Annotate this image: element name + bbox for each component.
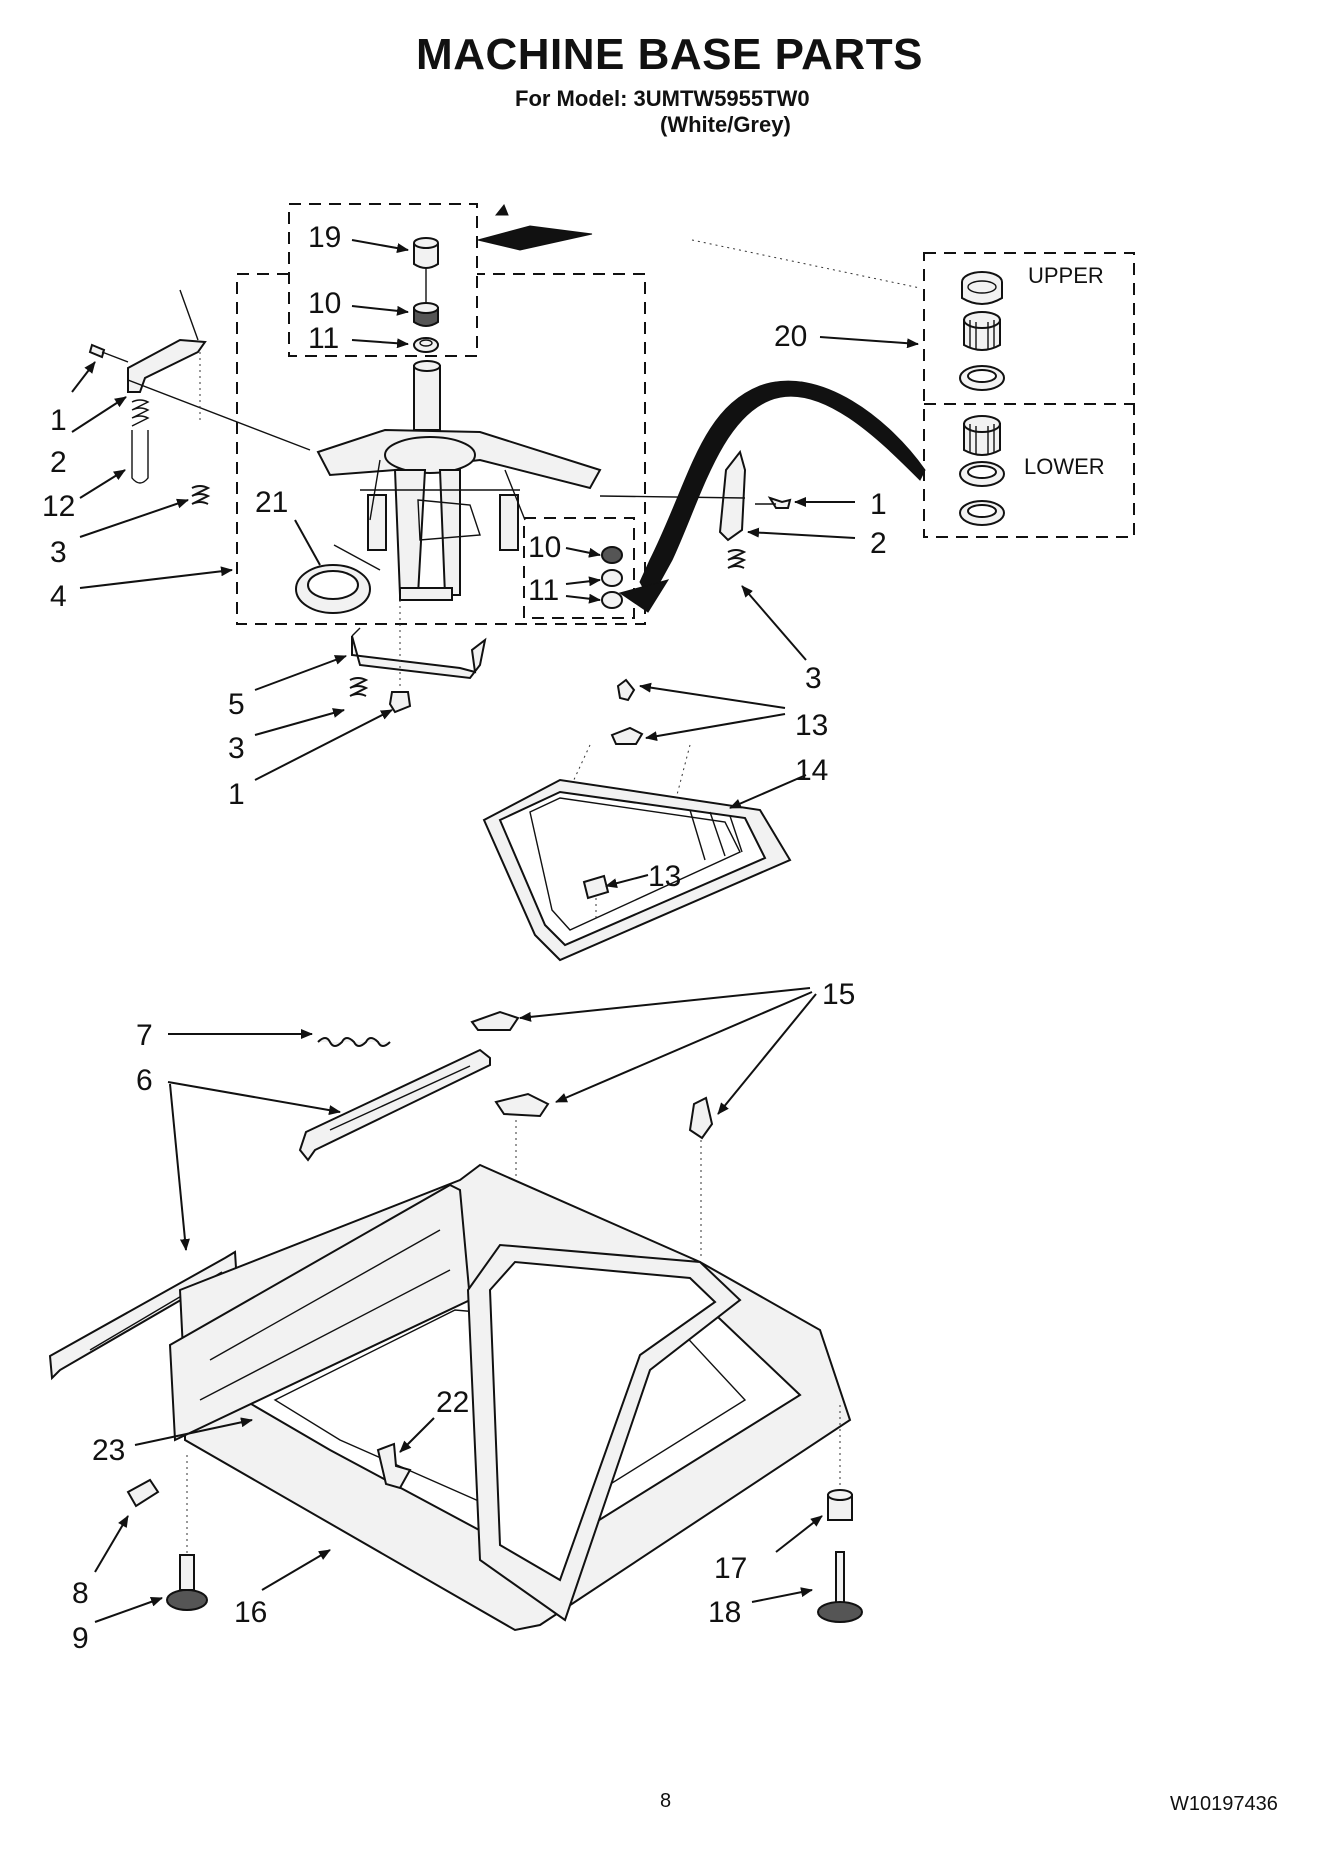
callout-13: 13: [795, 709, 828, 742]
foot-18: [817, 1601, 863, 1623]
document-number: W10197436: [1170, 1793, 1278, 1815]
callout-1-lower: 1: [228, 778, 245, 811]
callout-18: 18: [708, 1596, 741, 1629]
callout-3-right: 3: [805, 662, 822, 695]
callout-17: 17: [714, 1552, 747, 1585]
callout-1: 1: [50, 404, 67, 437]
bearing-box-top: [288, 203, 478, 357]
callout-19: 19: [308, 221, 341, 254]
left-suspension-bracket: [88, 289, 311, 505]
pad-15a: [470, 1010, 520, 1031]
callout-11-side: 11: [528, 574, 559, 607]
callout-9: 9: [72, 1622, 89, 1655]
callout-22: 22: [436, 1386, 469, 1419]
callout-13-frame: 13: [648, 860, 681, 893]
callout-11: 11: [308, 322, 339, 355]
hub-seal-ring: [295, 544, 381, 614]
callout-3-lower: 3: [228, 732, 245, 765]
pad-15c: [688, 1096, 714, 1140]
bearing-kit-box: [923, 252, 1135, 538]
callout-2: 2: [50, 446, 67, 479]
pad-15b: [494, 1092, 550, 1118]
callout-16: 16: [234, 1596, 267, 1629]
callout-labels: 19 10 11 20 1 2 12 3 21 4 10 11 1 2 3 5 …: [42, 221, 887, 1655]
lower-bearing-label: LOWER: [1024, 454, 1105, 479]
frame-section: [482, 678, 792, 962]
callout-6: 6: [136, 1064, 153, 1097]
clip-22: [376, 1442, 412, 1490]
tub-support-box: [236, 273, 646, 625]
lower-bracket: [349, 600, 487, 714]
callout-10: 10: [308, 287, 341, 320]
bearing-stack-top: [413, 237, 439, 353]
callout-10-side: 10: [528, 531, 561, 564]
callout-14: 14: [795, 754, 828, 787]
callout-15: 15: [822, 978, 855, 1011]
spring-7: [317, 1037, 391, 1047]
callout-3: 3: [50, 536, 67, 569]
pointer-arrow: [477, 225, 593, 251]
bearing-box-side: [523, 517, 635, 619]
upper-bearing-label: UPPER: [1028, 263, 1104, 288]
callout-4: 4: [50, 580, 67, 613]
callout-7: 7: [136, 1019, 153, 1052]
callout-21: 21: [255, 486, 288, 519]
tub-support: [316, 360, 602, 601]
callout-2-right: 2: [870, 527, 887, 560]
callout-8: 8: [72, 1577, 89, 1610]
base-section: [48, 1010, 863, 1632]
model-variant: (White/Grey): [660, 112, 791, 137]
callout-12: 12: [42, 490, 75, 523]
callout-1-right: 1: [870, 488, 887, 521]
callout-20: 20: [774, 320, 807, 353]
exploded-view-arrow: [639, 380, 926, 602]
reference-mark: [494, 204, 509, 216]
right-suspension-bracket: [599, 449, 792, 609]
leader-lines: [71, 239, 919, 1623]
brace-6a: [298, 1048, 491, 1162]
page-title: MACHINE BASE PARTS: [416, 30, 923, 79]
callout-5: 5: [228, 688, 245, 721]
bearing-kit: UPPER LOWER: [959, 263, 1105, 526]
plug-8: [126, 1478, 160, 1508]
callout-23: 23: [92, 1434, 125, 1467]
page-number: 8: [660, 1790, 672, 1812]
suspension-section: UPPER LOWER: [88, 203, 1135, 714]
model-number: For Model: 3UMTW5955TW0: [515, 86, 810, 111]
kit-leader: [691, 239, 921, 289]
